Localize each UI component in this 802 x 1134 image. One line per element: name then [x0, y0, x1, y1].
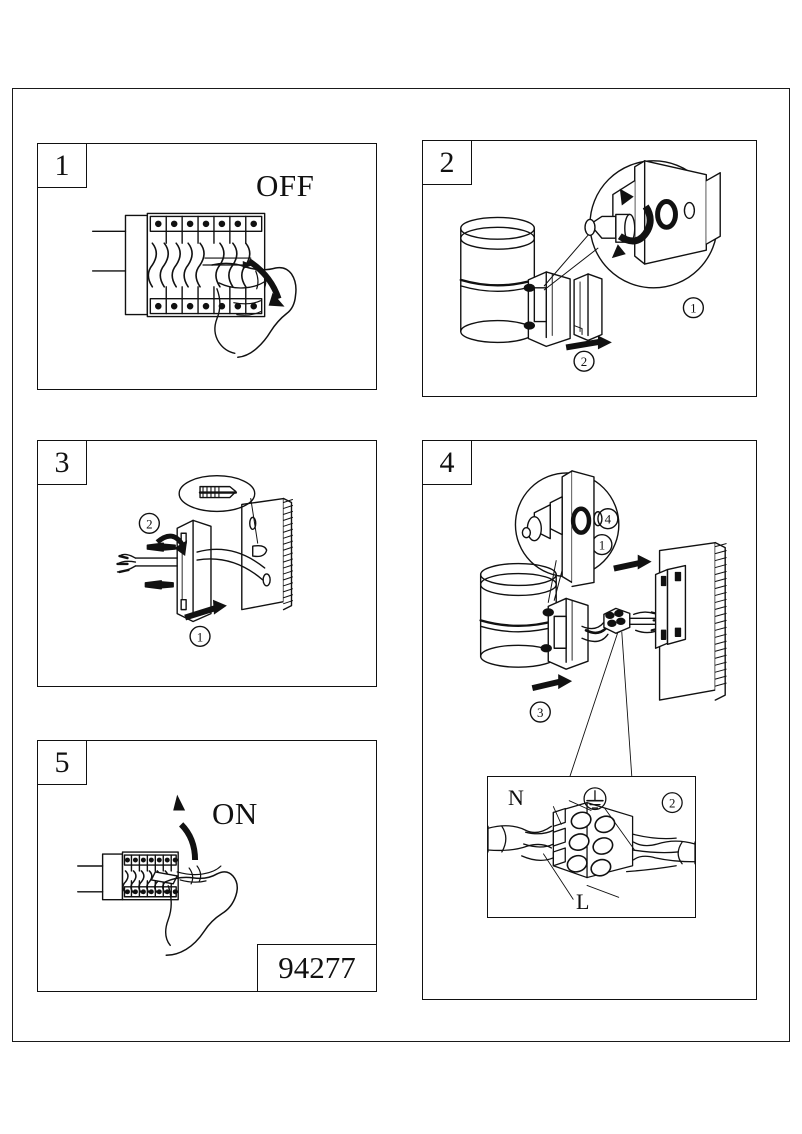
- step-2-marker-2: 2: [581, 354, 587, 369]
- step-number-5: 5: [37, 740, 87, 785]
- step-4-marker-4: 4: [605, 512, 612, 527]
- step-panel-3: 3: [37, 440, 377, 687]
- wiring-detail-illustration: 2: [487, 777, 696, 917]
- step-2-marker-1: 1: [690, 301, 696, 316]
- neutral-label: N: [508, 785, 524, 810]
- step-panel-2: 2: [422, 140, 757, 397]
- product-code-box: 94277: [257, 944, 377, 992]
- step-2-illustration: 1 2: [423, 141, 756, 396]
- step-panel-1: 1: [37, 143, 377, 390]
- step-4-marker-3: 3: [537, 705, 543, 720]
- document-outer-frame: [12, 88, 790, 1042]
- step-3-illustration: 2 1: [38, 441, 376, 686]
- step-3-marker-2: 2: [146, 517, 152, 531]
- step-1-illustration: [38, 144, 376, 389]
- step-3-marker-1: 1: [197, 630, 203, 644]
- step-number-4: 4: [422, 440, 472, 485]
- wiring-detail-marker-2: 2: [669, 797, 675, 811]
- step-4-marker-1: 1: [599, 538, 605, 553]
- live-label: L: [576, 889, 590, 914]
- step-number-2: 2: [422, 140, 472, 185]
- step-number-3: 3: [37, 440, 87, 485]
- step-5-illustration: [38, 741, 376, 991]
- step-number-1: 1: [37, 143, 87, 188]
- step-1-caption-off: OFF: [256, 168, 315, 203]
- step-5-caption-on: ON: [212, 796, 258, 831]
- step-panel-4: 4: [422, 440, 757, 1000]
- step-4-illustration: 1 3 4: [423, 441, 756, 999]
- wiring-detail-box: 2 N L: [487, 776, 696, 918]
